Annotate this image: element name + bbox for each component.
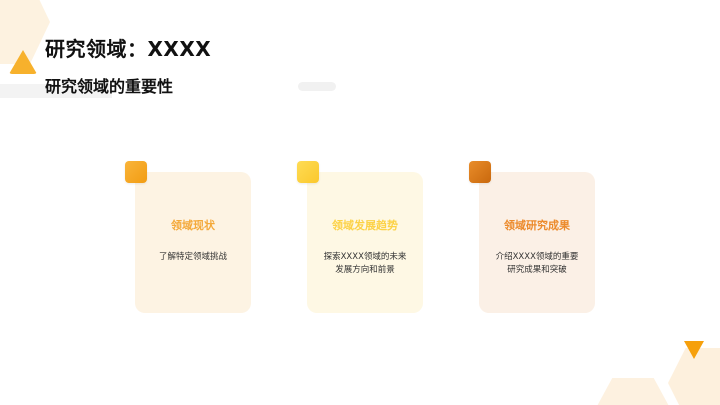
card-title: 领域发展趋势 [332,219,398,232]
card-title: 领域现状 [171,219,215,232]
card-field-status: 领域现状 了解特定领域挑战 [125,161,251,313]
hexagon-decoration-bottom-right-1 [596,378,670,405]
gray-bar-decoration [0,84,112,98]
card-title: 领域研究成果 [504,219,570,232]
square-badge-icon [125,161,147,183]
card-research-results: 领域研究成果 介绍XXXX领域的重要研究成果和突破 [469,161,595,313]
slide-title: 研究领域：XXXX [45,37,212,61]
card-field-trends: 领域发展趋势 探索XXXX领域的未来发展方向和前景 [297,161,423,313]
card-description: 介绍XXXX领域的重要研究成果和突破 [495,252,579,275]
square-badge-icon [297,161,319,183]
square-badge-icon [469,161,491,183]
card-description: 了解特定领域挑战 [158,252,227,262]
slide-subtitle: 研究领域的重要性 [45,77,174,96]
card-description: 探索XXXX领域的未来发展方向和前景 [323,252,407,275]
gray-pill-decoration [298,82,336,91]
